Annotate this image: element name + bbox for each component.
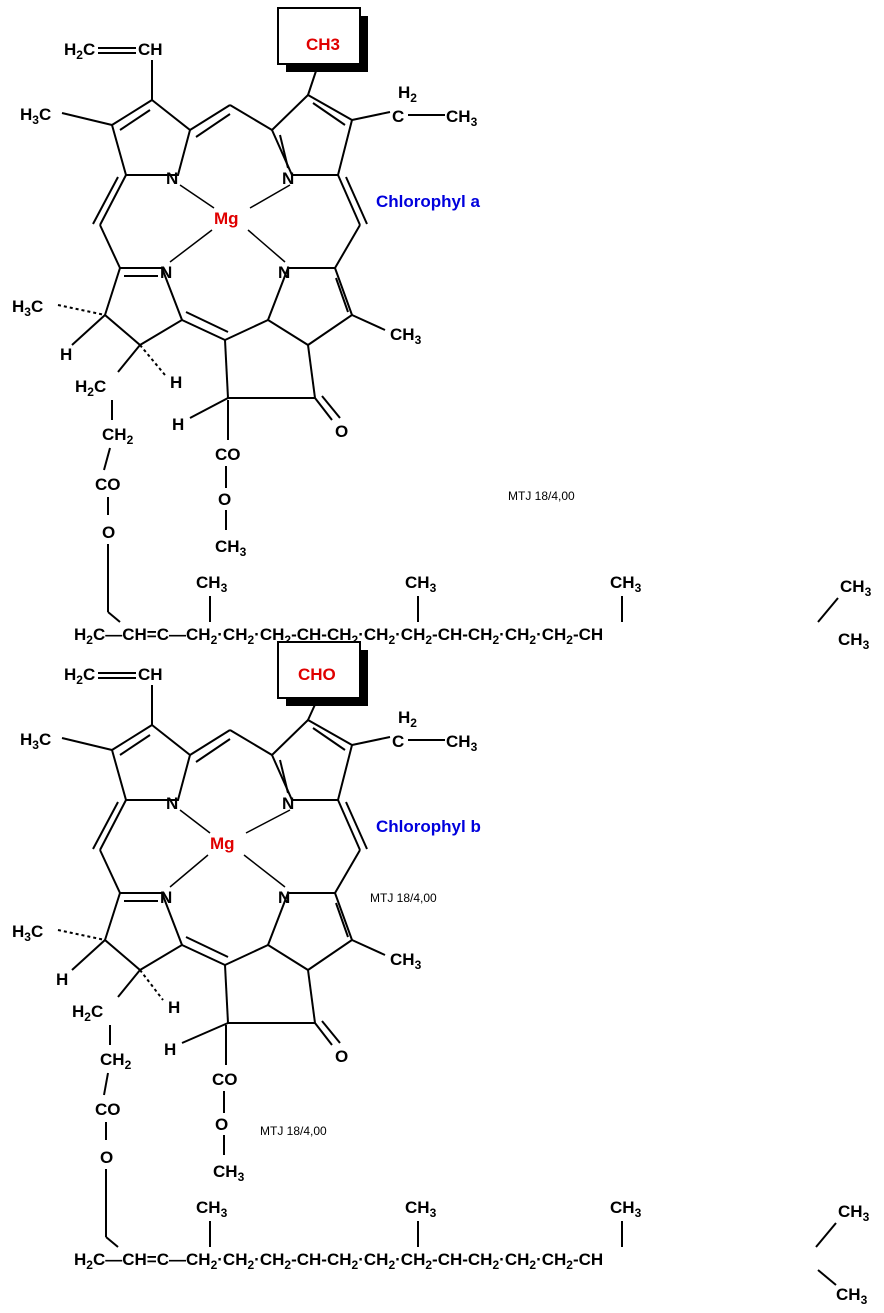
svg-text:CH3: CH3	[610, 1198, 642, 1220]
label-vinyl-a: H2C	[64, 40, 95, 62]
svg-text:H: H	[172, 415, 184, 434]
svg-text:O: O	[335, 1047, 348, 1066]
svg-text:CH2: CH2	[100, 1050, 132, 1072]
svg-text:CH2: CH2	[102, 425, 134, 447]
svg-text:H3C: H3C	[12, 297, 43, 319]
svg-text:CH3: CH3	[838, 630, 870, 652]
svg-text:H3C: H3C	[20, 105, 51, 127]
svg-text:C: C	[392, 732, 404, 751]
svg-text:CH3: CH3	[390, 325, 422, 347]
credit-b-2: MTJ 18/4,00	[260, 1124, 327, 1138]
svg-text:CH3: CH3	[405, 1198, 437, 1220]
svg-text:CH3: CH3	[390, 950, 422, 972]
svg-text:H: H	[56, 970, 68, 989]
svg-text:CH: CH	[138, 665, 163, 684]
svg-text:H2C: H2C	[75, 377, 106, 399]
svg-text:H: H	[168, 998, 180, 1017]
svg-text:H3C: H3C	[12, 922, 43, 944]
metal-center-b: Mg	[210, 834, 235, 853]
svg-text:O: O	[215, 1115, 228, 1134]
svg-text:CO: CO	[212, 1070, 238, 1089]
svg-text:O: O	[102, 523, 115, 542]
highlight-group-b: CHO	[298, 665, 336, 684]
svg-text:H2C: H2C	[72, 1002, 103, 1024]
svg-text:CH3: CH3	[405, 573, 437, 595]
molecule-name-b: Chlorophyl b	[376, 817, 481, 836]
molecule-chlorophyll-b: CHO H2C CH H3C N N H2 C CH3 Mg Chlorophy…	[12, 641, 870, 1307]
svg-text:H3C: H3C	[20, 730, 51, 752]
svg-text:CH: CH	[138, 40, 163, 59]
svg-text:CH3: CH3	[836, 1285, 868, 1307]
molecule-name-a: Chlorophyl a	[376, 192, 480, 211]
svg-text:N: N	[282, 794, 294, 813]
svg-text:CH3: CH3	[213, 1162, 245, 1184]
svg-text:CH3: CH3	[840, 577, 872, 599]
svg-text:H2C—CH=C—CH2·CH2·CH2-CH-CH2·CH: H2C—CH=C—CH2·CH2·CH2-CH-CH2·CH2·CH2-CH-C…	[74, 625, 603, 647]
svg-text:CH3: CH3	[446, 732, 478, 754]
svg-text:N: N	[166, 794, 178, 813]
svg-text:O: O	[335, 422, 348, 441]
svg-text:O: O	[100, 1148, 113, 1167]
svg-text:C: C	[392, 107, 404, 126]
svg-text:H: H	[164, 1040, 176, 1059]
svg-text:H: H	[60, 345, 72, 364]
svg-text:CO: CO	[95, 475, 121, 494]
svg-text:N: N	[160, 888, 172, 907]
svg-text:H2C—CH=C—CH2·CH2·CH2-CH-CH2·CH: H2C—CH=C—CH2·CH2·CH2-CH-CH2·CH2·CH2-CH-C…	[74, 1250, 603, 1272]
highlight-box-b	[277, 641, 368, 706]
credit-b-1: MTJ 18/4,00	[370, 891, 437, 905]
svg-text:N: N	[278, 888, 290, 907]
credit-a-1: MTJ 18/4,00	[508, 489, 575, 503]
svg-text:O: O	[218, 490, 231, 509]
svg-text:CH3: CH3	[446, 107, 478, 129]
svg-text:H2C: H2C	[64, 665, 95, 687]
svg-text:CH3: CH3	[196, 573, 228, 595]
metal-center-a: Mg	[214, 209, 239, 228]
svg-text:CO: CO	[95, 1100, 121, 1119]
svg-text:N: N	[278, 263, 290, 282]
svg-text:N: N	[160, 263, 172, 282]
svg-text:CH3: CH3	[838, 1202, 870, 1224]
svg-text:N: N	[282, 169, 294, 188]
svg-text:CH3: CH3	[610, 573, 642, 595]
molecule-chlorophyll-a: CH3 H2C CH H3C N N H2 C CH3 Mg Chl	[12, 7, 872, 652]
highlight-box-a	[277, 7, 368, 72]
svg-text:CO: CO	[215, 445, 241, 464]
svg-text:H: H	[170, 373, 182, 392]
svg-text:N: N	[166, 169, 178, 188]
svg-text:CH3: CH3	[196, 1198, 228, 1220]
svg-text:CH3: CH3	[215, 537, 247, 559]
highlight-group-a: CH3	[306, 35, 340, 54]
